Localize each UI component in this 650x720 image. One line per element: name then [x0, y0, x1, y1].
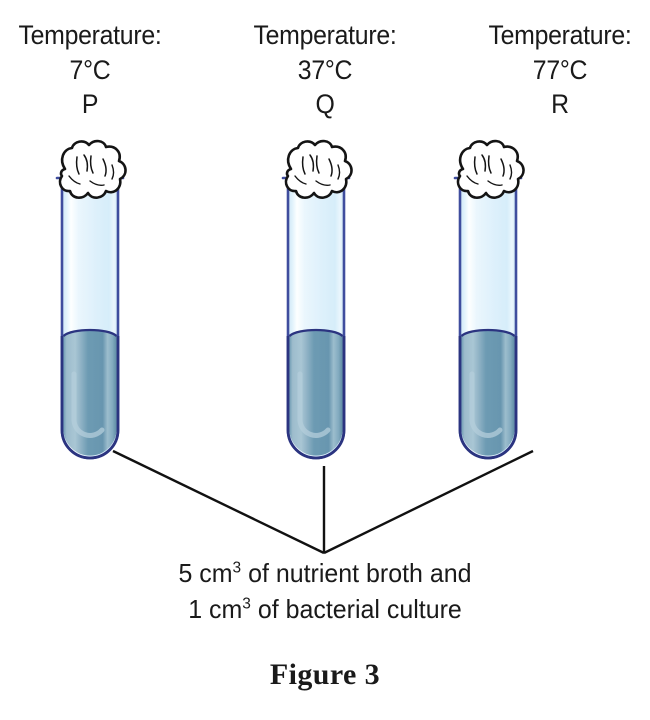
figure-label: Figure 3 [269, 658, 381, 691]
temperature-value-q: 37°C [297, 54, 353, 85]
tube-id-r: R [551, 89, 569, 120]
tube-id-p: P [81, 89, 99, 120]
leader-line-right [323, 449, 534, 555]
cotton-plug-q [284, 139, 353, 199]
cotton-plug-p [58, 139, 127, 199]
caption-line-2-suffix: of bacterial culture [250, 593, 462, 624]
tube-glass-p [57, 178, 123, 458]
tube-id-q: Q [315, 89, 335, 120]
caption-line-2-prefix: 1 cm [188, 593, 243, 624]
caption-line-1-superscript: 3 [232, 558, 242, 577]
cotton-plug-r [456, 139, 525, 199]
tube-header-r: Temperature: 77°C R [460, 18, 650, 122]
temperature-label-p: Temperature: [18, 20, 162, 50]
temperature-value-p: 7°C [69, 54, 111, 85]
tube-glass-q [283, 178, 349, 458]
tube-header-q: Temperature: 37°C Q [225, 18, 425, 122]
leader-line-left [112, 449, 325, 555]
test-tube-r [455, 139, 525, 458]
tube-header-p: Temperature: 7°C P [0, 18, 190, 122]
tube-glass-r [455, 178, 521, 458]
leader-lines [112, 449, 534, 555]
test-tube-q [283, 139, 353, 458]
figure-caption: 5 cm3 of nutrient broth and 1 cm3 of bac… [0, 556, 650, 628]
caption-line-1-suffix: of nutrient broth and [241, 558, 472, 588]
caption-line-1: 5 cm3 of nutrient broth and [13, 556, 637, 592]
temperature-label-q: Temperature: [253, 20, 397, 50]
caption-line-1-prefix: 5 cm [178, 558, 233, 588]
temperature-label-r: Temperature: [488, 20, 632, 50]
test-tube-p [57, 139, 127, 458]
tube-headers: Temperature: 7°C P Temperature: 37°C Q T… [0, 0, 650, 135]
temperature-value-r: 77°C [532, 54, 588, 85]
caption-line-2-superscript: 3 [242, 594, 251, 613]
caption-line-2: 1 cm3 of bacterial culture [13, 592, 637, 628]
